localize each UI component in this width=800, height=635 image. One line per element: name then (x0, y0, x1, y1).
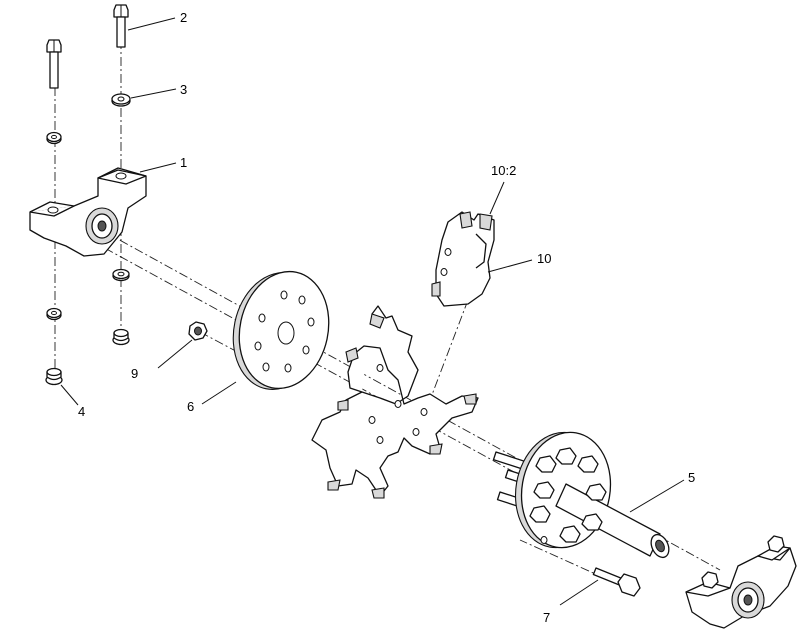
hex-bolt-icon (113, 4, 129, 48)
flat-washer-icon (46, 131, 62, 145)
callout-label: 6 (187, 399, 194, 414)
callout-label: 4 (78, 404, 85, 419)
callout-label: 5 (688, 470, 695, 485)
tine-assembly-icon (311, 305, 479, 499)
callout-label: 10 (537, 251, 551, 266)
flange-nut-icon (45, 367, 63, 386)
tine-blade-icon (431, 211, 495, 307)
callout-label: 3 (180, 82, 187, 97)
callout-label: 7 (543, 610, 550, 625)
callout-label: 9 (131, 366, 138, 381)
flange-plate-icon (232, 270, 330, 390)
nut-icon (188, 321, 208, 341)
flat-washer-icon (112, 268, 130, 282)
hub-shaft-icon (492, 431, 670, 559)
bearing-flange-housing-icon (29, 167, 147, 257)
short-bolt-icon (592, 567, 641, 597)
hex-bolt-icon (46, 39, 62, 89)
assembly-axis-lines (54, 40, 721, 586)
flat-washer-icon (111, 93, 131, 107)
callout-label: 2 (180, 10, 187, 25)
flange-nut-icon (112, 328, 130, 346)
bearing-flange-housing-icon (685, 535, 797, 629)
callout-leaders (60, 17, 685, 606)
flat-washer-icon (46, 307, 62, 321)
callout-label: 1 (180, 155, 187, 170)
callout-label: 10:2 (491, 163, 516, 178)
